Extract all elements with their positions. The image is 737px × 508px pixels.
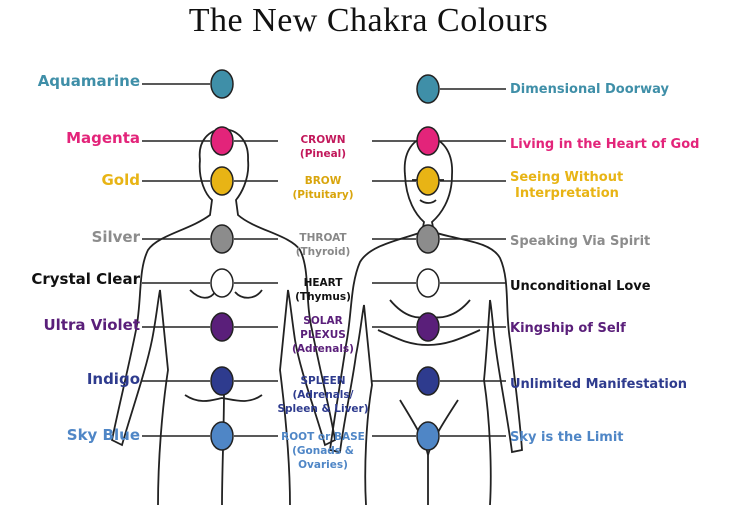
chakra-dot-front-magenta (416, 126, 440, 156)
chakra-dot-back-aquamarine (210, 69, 234, 99)
chakra-dot-back-ultra-violet (210, 312, 234, 342)
center-label-heart: HEART(Thymus) (295, 277, 351, 303)
colour-label-sky-blue: Sky Blue (66, 426, 140, 444)
chakra-dot-front-indigo (416, 366, 440, 396)
chakra-dot-front-gold (416, 166, 440, 196)
chakra-dot-back-silver (210, 224, 234, 254)
chakra-dot-back-magenta (210, 126, 234, 156)
meaning-label-aquamarine: Dimensional Doorway (510, 82, 669, 97)
meaning-label-magenta: Living in the Heart of God (510, 137, 700, 152)
colour-label-indigo: Indigo (86, 370, 140, 388)
chakra-dot-front-ultra-violet (416, 312, 440, 342)
center-label-throat: THROAT(Thyroid) (295, 232, 351, 258)
colour-label-crystal-clear: Crystal Clear (31, 270, 140, 288)
meaning-label-indigo: Unlimited Manifestation (510, 377, 688, 392)
chakra-dot-front-sky-blue (416, 421, 440, 451)
colour-label-aquamarine: Aquamarine (37, 72, 140, 90)
chakra-dot-front-silver (416, 224, 440, 254)
center-label-root: ROOT or BASE(Gonads &Ovaries) (281, 431, 365, 471)
center-label-brow: BROW(Pituitary) (292, 175, 354, 201)
chakra-dot-front-crystal-clear (416, 268, 440, 298)
chakra-dot-front-aquamarine (416, 74, 440, 104)
meaning-label-silver: Speaking Via Spirit (510, 234, 651, 249)
meaning-label-ultra-violet: Kingship of Self (510, 321, 626, 336)
colour-label-gold: Gold (101, 171, 141, 189)
center-label-crown: CROWN(Pineal) (299, 134, 347, 160)
chakra-dot-back-gold (210, 166, 234, 196)
meaning-label-crystal-clear: Unconditional Love (510, 279, 651, 294)
diagram-title: The New Chakra Colours (188, 2, 549, 39)
front-body-outline (328, 136, 523, 506)
colour-label-ultra-violet: Ultra Violet (43, 316, 140, 334)
chakra-dot-back-crystal-clear (210, 268, 234, 298)
center-label-spleen: SPLEEN(Adrenals/Spleen & Liver) (277, 375, 369, 415)
chakra-dot-back-indigo (210, 366, 234, 396)
meaning-label-sky-blue: Sky is the Limit (510, 430, 624, 445)
colour-label-silver: Silver (91, 228, 140, 246)
colour-label-magenta: Magenta (66, 129, 140, 147)
chakra-dot-back-sky-blue (210, 421, 234, 451)
